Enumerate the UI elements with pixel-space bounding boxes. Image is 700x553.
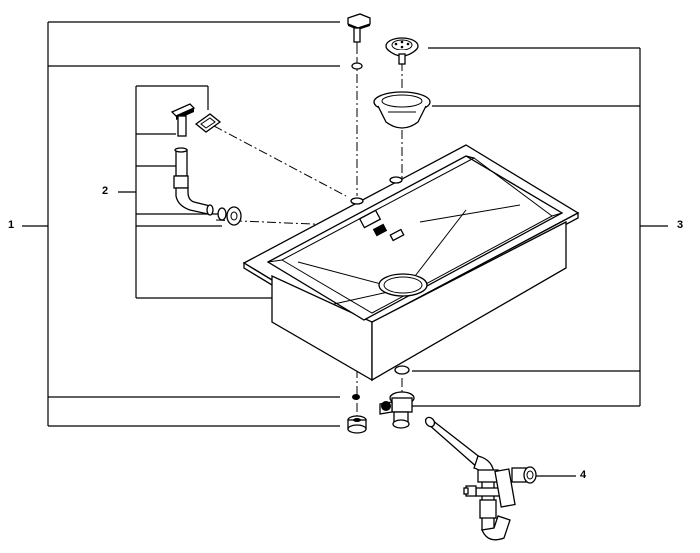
waste-seal-part [394,365,410,375]
leader-lines-group-1 [22,21,340,427]
callout-2-label: 2 [102,185,109,197]
callout-3-label: 3 [677,219,684,231]
overflow-nut-part [217,206,242,226]
overflow-gasket-part [194,113,222,133]
waste-outlet-body-part [379,391,415,429]
washer-lower-part [352,394,360,400]
strainer-plug-part [385,37,419,65]
sink-body [242,144,580,382]
overflow-cover-part [170,103,196,137]
strainer-basket-part [373,91,431,129]
tap-hole-cover-part [347,13,371,52]
fixing-nut-part [347,415,367,434]
overflow-pipe-part [173,147,214,216]
washer-upper-part [351,62,363,70]
callout-1-label: 1 [8,219,15,231]
callout-4-label: 4 [580,469,587,481]
trap-siphon-part [424,416,537,541]
leader-lines-group-3 [412,47,668,407]
